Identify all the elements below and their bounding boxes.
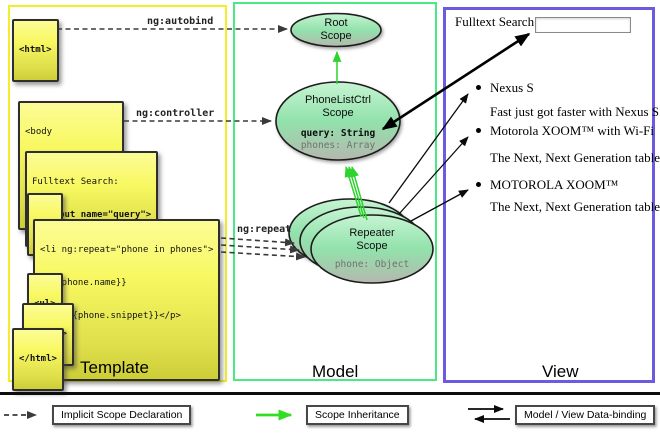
scope-title-line: Root bbox=[324, 17, 348, 29]
code-html-close: </html> bbox=[12, 328, 64, 391]
repeater-scope-label: Repeater Scope phone: Object bbox=[312, 227, 432, 271]
view-search-label: Fulltext Search: bbox=[455, 14, 538, 29]
list-bullet bbox=[476, 85, 481, 90]
legend-implicit-scope: Implicit Scope Declaration bbox=[52, 405, 192, 425]
code-line: {{phone.name}} bbox=[40, 277, 127, 288]
view-column-title: View bbox=[542, 362, 579, 381]
view-item-desc: The Next, Next Generation tablet. bbox=[490, 199, 660, 214]
code-html-open: <html> bbox=[12, 19, 59, 82]
code-line: <li ng:repeat="phone in phones"> bbox=[40, 244, 214, 255]
legend-scope-inheritance: Scope Inheritance bbox=[306, 405, 409, 425]
scope-field-phone: phone: Object bbox=[334, 258, 410, 270]
legend-separator-line bbox=[0, 392, 660, 395]
template-column-title: Template bbox=[80, 358, 149, 377]
phonelistctrl-scope-label: PhoneListCtrl Scope query: String phones… bbox=[276, 94, 400, 153]
label-ng-autobind: ng:autobind bbox=[147, 16, 214, 27]
scope-field-query: query: String bbox=[300, 127, 376, 139]
code-line: Fulltext Search: bbox=[32, 176, 119, 187]
list-bullet bbox=[476, 182, 481, 187]
scope-title-line: Scope bbox=[322, 106, 354, 119]
scope-title-line: PhoneListCtrl bbox=[304, 94, 372, 106]
code-line: </html> bbox=[19, 353, 57, 364]
code-line: <p>{{phone.snippet}}</p> bbox=[40, 310, 181, 321]
legend-databinding: Model / View Data-binding bbox=[515, 405, 656, 425]
model-column bbox=[233, 2, 437, 381]
view-item-name: Motorola XOOM™ with Wi-Fi bbox=[490, 123, 655, 138]
view-item-desc: Fast just got faster with Nexus S. bbox=[490, 104, 660, 119]
code-line: <html> bbox=[19, 44, 52, 55]
model-column-title: Model bbox=[312, 362, 359, 381]
code-line: <body bbox=[25, 126, 53, 137]
scope-field-phones: phones: Array bbox=[300, 140, 376, 152]
root-scope-label: Root Scope bbox=[291, 17, 381, 43]
list-bullet bbox=[476, 128, 481, 133]
view-item-name: MOTOROLA XOOM™ bbox=[490, 177, 619, 192]
view-column bbox=[443, 7, 655, 383]
view-item-name: Nexus S bbox=[490, 80, 534, 95]
view-item-desc: The Next, Next Generation tablet. bbox=[490, 150, 660, 165]
label-ng-controller: ng:controller bbox=[136, 108, 215, 119]
scope-title-line: Scope bbox=[356, 239, 388, 252]
scope-title-line: Scope bbox=[320, 29, 352, 42]
scope-title-line: Repeater bbox=[349, 227, 395, 239]
fulltext-search-input[interactable] bbox=[535, 17, 631, 33]
label-ng-repeat: ng:repeat bbox=[237, 224, 292, 235]
template-column bbox=[8, 5, 227, 382]
